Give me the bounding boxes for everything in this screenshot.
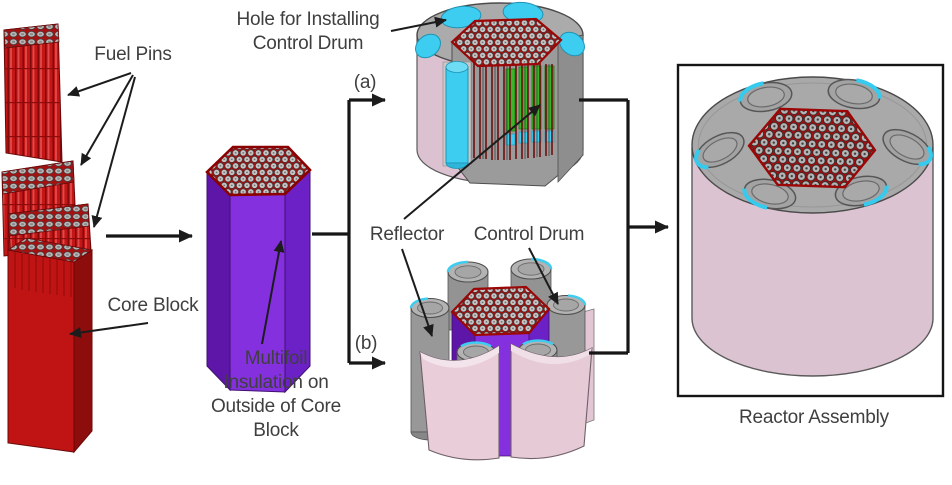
cutaway-view-a-graphic [415,1,585,187]
core-block-label: Core Block [107,295,199,316]
leader-fuel-pins-3 [91,76,136,228]
fuel-pin-bundle-top [3,23,63,163]
flow-branch-line [312,100,351,363]
reflector-shell-front [419,343,593,461]
fuel-pins-label: Fuel Pins [94,44,172,65]
leader-multifoil [261,240,285,345]
leader-core-block [69,322,149,338]
control-drum-label: Control Drum [473,224,585,245]
fuel-pins-graphic [1,23,93,277]
view-a-label: (a) [353,72,377,93]
leader-fuel-pins-1 [67,72,132,97]
control-drum-rings [694,78,933,210]
core-hex-face [747,107,877,189]
insulated-core-graphic [205,145,312,394]
leader-reflector-down [401,248,434,337]
exploded-view-b-graphic [409,257,595,461]
leader-control-drum-down [528,247,559,305]
view-b-label: (b) [354,333,378,354]
leader-reflector-up [403,104,541,220]
control-drum-channel [442,61,472,169]
reactor-assembly-label: Reactor Assembly [739,407,889,428]
hole-for-installing-label: Hole for Installing Control Drum [236,9,380,54]
leader-hole-control-drum [390,16,447,32]
leader-fuel-pins-2 [80,74,134,166]
core-block-graphic [6,237,94,454]
flow-arrows [106,93,669,370]
leader-lines [67,16,559,345]
multifoil-insulation-label: Multifoil Insulation on Outside of Core … [210,348,342,441]
reactor-assembly-graphic [676,63,945,398]
reflector-label: Reflector [369,224,445,245]
